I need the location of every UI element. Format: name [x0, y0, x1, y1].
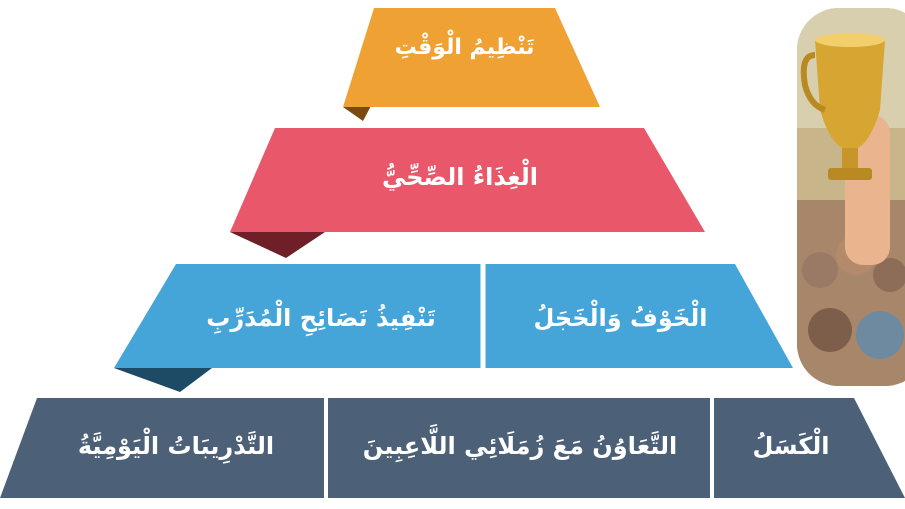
tier2-band — [230, 128, 705, 232]
tier3-cell-left: تَنْفِيذُ نَصَائِحِ الْمُدَرِّبِ — [206, 304, 436, 332]
tier4-cell-left: التَّدْرِيبَاتُ الْيَوْمِيَّةُ — [77, 432, 275, 460]
tier2-label: الْغِذَاءُ الصِّحِّيُّ — [382, 163, 538, 191]
tier3-fold — [114, 368, 212, 392]
tier1-label: تَنْظِيمُ الْوَقْتِ — [394, 34, 535, 60]
tier2-fold — [230, 232, 325, 258]
tier3-cell-right: الْخَوْفُ وَالْخَجَلُ — [533, 304, 708, 332]
tier4-cell-right: الْكَسَلُ — [752, 432, 830, 460]
trophy-icon — [800, 33, 885, 180]
tier4-cell-middle: التَّعَاوُنُ مَعَ زُمَلَائِي اللَّاعِبِي… — [362, 432, 678, 460]
tier3-band — [114, 264, 793, 368]
trophy-illustration — [797, 8, 905, 386]
tier1-band — [343, 8, 600, 107]
tier4-band — [0, 398, 905, 498]
